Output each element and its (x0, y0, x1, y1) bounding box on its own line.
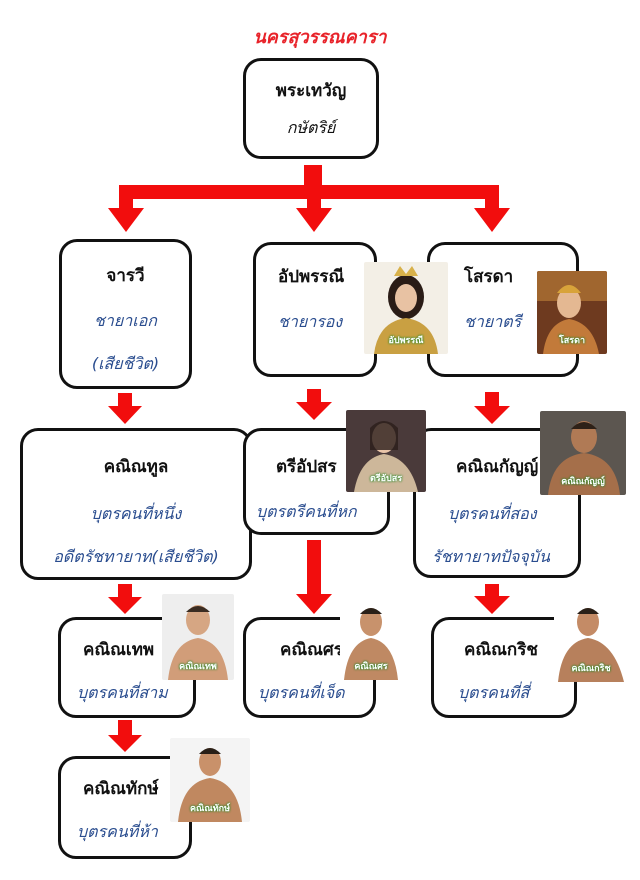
caption-sorada: โสรดา (558, 336, 586, 346)
portrait-apapan-image (364, 262, 448, 354)
king-role: กษัตริย์ (286, 118, 336, 137)
kanin-kan-role: บุตรคนที่สอง (448, 504, 537, 523)
king-trunk (304, 165, 322, 190)
node-king: พระเทวัญ กษัตริย์ (243, 58, 379, 159)
kanin-sorn-name: คณิณศร (280, 640, 343, 660)
branch-left-stem (119, 185, 133, 210)
kanin-thep-role: บุตรคนที่สาม (77, 683, 168, 702)
kanin-tak-role: บุตรคนที่ห้า (77, 822, 158, 841)
kanin-thep-name: คณิณเทพ (83, 640, 155, 660)
caption-kanin-krit: คณิณกริช (571, 664, 611, 674)
kanin-sorn-role: บุตรคนที่เจ็ด (258, 683, 345, 702)
portrait-kanin-sorn-image (340, 598, 402, 680)
kanin-tak-name: คณิณทักษ์ (83, 779, 159, 799)
arrow-to-kanin-tool (108, 406, 142, 424)
portrait-kanin-thep-image (162, 594, 234, 680)
kanin-krit-name: คณิณกริช (464, 640, 538, 660)
caption-kanin-tak: คณิณทักษ์ (189, 804, 231, 814)
node-kanin-krit: คณิณกริช บุตรคนที่สี่ (431, 617, 577, 718)
caption-kanin-thep: คณิณเทพ (179, 662, 217, 672)
sorada-name: โสรดา (464, 267, 514, 287)
arrow-to-kanin-kan (474, 406, 510, 424)
sorada-role: ชายาตรี (464, 312, 522, 331)
stem-apapan-child (307, 389, 321, 403)
stem-jarawee-child (118, 393, 132, 408)
arrow-to-sri-apsorn (296, 402, 332, 420)
portrait-sri-apsorn-image (346, 410, 426, 492)
stem-thep-child (118, 720, 132, 737)
branch-right-stem (485, 185, 499, 210)
photo-sri-apsorn: ตรีอัปสร (346, 410, 426, 492)
node-apapan: อัปพรรณี ชายารอง (253, 242, 377, 377)
portrait-kanin-kan-image (540, 411, 626, 495)
arrow-to-kanin-sorn (296, 594, 332, 614)
jarawee-name: จารวี (106, 266, 145, 286)
arrow-to-kanin-krit (474, 596, 510, 614)
arrow-to-kanin-thep (108, 597, 142, 614)
stem-sorada-child (485, 392, 499, 407)
sri-apsorn-name: ตรีอัปสร (276, 457, 337, 477)
node-jarawee: จารวี ชายาเอก (เสียชีวิต) (59, 239, 192, 389)
portrait-kanin-krit-image (554, 598, 628, 682)
apapan-name: อัปพรรณี (278, 267, 345, 287)
jarawee-status: (เสียชีวิต) (91, 354, 160, 373)
node-kanin-tak: คณิณทักษ์ บุตรคนที่ห้า (58, 756, 192, 859)
kanin-tool-status: อดีตรัชทายาท(เสียชีวิต) (53, 547, 219, 566)
photo-kanin-krit: คณิณกริช (554, 598, 628, 682)
arrow-to-apapan (296, 208, 332, 232)
caption-kanin-sorn: คณิณศร (354, 662, 388, 672)
caption-apapan: อัปพรรณี (388, 336, 424, 346)
portrait-kanin-tak-image (170, 738, 250, 822)
kanin-tool-role: บุตรคนที่หนึ่ง (90, 504, 182, 523)
photo-sorada: โสรดา (537, 271, 607, 354)
kanin-tool-name: คณิณทูล (103, 457, 169, 477)
sri-apsorn-role: บุตรตรีคนที่หก (256, 502, 357, 521)
arrow-to-kanin-tak (108, 735, 142, 752)
photo-kanin-tak: คณิณทักษ์ (170, 738, 250, 822)
stem-kan-child (485, 584, 499, 597)
king-name: พระเทวัญ (275, 81, 347, 101)
kanin-kan-status: รัชทายาทปัจจุบัน (432, 547, 550, 566)
apapan-role: ชายารอง (278, 312, 343, 331)
caption-sri-apsorn: ตรีอัปสร (369, 474, 403, 484)
photo-kanin-sorn: คณิณศร (340, 598, 402, 680)
photo-apapan: อัปพรรณี (364, 262, 448, 354)
node-kanin-tool: คณิณทูล บุตรคนที่หนึ่ง อดีตรัชทายาท(เสีย… (20, 428, 252, 580)
photo-kanin-kan: คณิณกัญญ์ (540, 411, 626, 495)
kingdom-title: นครสุวรรณคารา (253, 27, 387, 48)
arrow-to-sorada (474, 208, 510, 232)
stem-sri-child (307, 540, 321, 596)
branch-mid-stem (307, 185, 321, 210)
stem-tool-child (118, 584, 132, 598)
kanin-kan-name: คณิณกัญญ์ (456, 457, 539, 477)
portrait-sorada-image (537, 271, 607, 354)
kanin-krit-role: บุตรคนที่สี่ (458, 683, 530, 702)
arrow-to-jarawee (108, 208, 144, 232)
caption-kanin-kan: คณิณกัญญ์ (561, 477, 605, 487)
node-sri-apsorn: ตรีอัปสร บุตรตรีคนที่หก (243, 428, 390, 535)
jarawee-role: ชายาเอก (94, 311, 157, 330)
photo-kanin-thep: คณิณเทพ (162, 594, 234, 680)
node-sorada: โสรดา ชายาตรี (427, 242, 579, 377)
